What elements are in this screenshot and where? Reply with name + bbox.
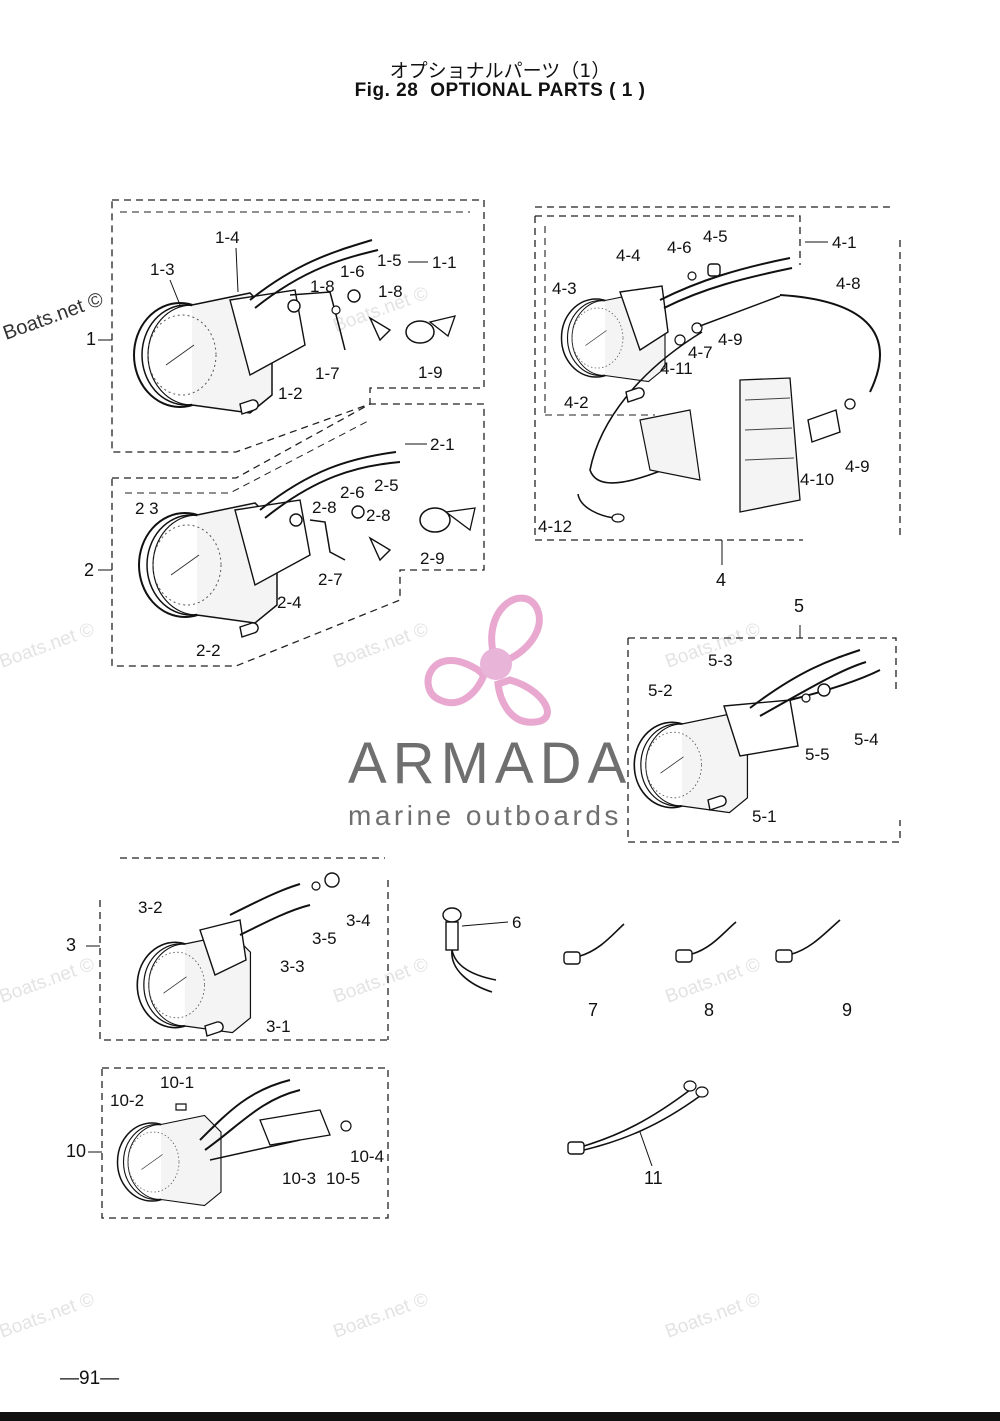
meter-gauge-icon [633,713,749,814]
assembly-group-3: 3 3-1 3-2 3-3 3-4 3-5 [66,857,389,1041]
assembly-group-5: 5 5-1 5-2 5-3 5-4 5-5 [627,596,901,843]
callout-4-10: 4-10 [800,470,834,489]
callout-4-9: 4-9 [845,457,870,476]
watermark-boats-net: Boats.net © [331,954,432,1008]
callout-6: 6 [512,913,521,932]
callout-3-2: 3-2 [138,898,163,917]
callout-1-2: 1-2 [278,384,303,403]
callout-2-7: 2-7 [318,570,343,589]
callout-5: 5 [794,596,804,616]
callout-2-8: 2-8 [312,498,337,517]
callout-3: 3 [66,935,76,955]
callout-10-2: 10-2 [110,1091,144,1110]
callout-1-4: 1-4 [215,228,240,247]
callout-7: 7 [588,1000,598,1020]
callout-4-1: 4-1 [832,233,857,252]
callout-3-4: 3-4 [346,911,371,930]
watermark-boats-net: Boats.net © [0,1289,97,1343]
figure-title: Fig. 28 OPTIONAL PARTS ( 1 ) [0,80,1000,102]
callout-2-5: 2-5 [374,476,399,495]
callout-8: 8 [704,1000,714,1020]
armada-propeller-logo [424,594,551,726]
meter-gauge-icon [116,1114,222,1207]
title-japanese: オプショナルパーツ（1） [389,60,611,82]
assembly-group-1: 1 1-1 1-2 1-3 1-4 1-5 1-6 1-7 1-8 1-8 1-… [86,199,485,453]
part-7: 7 [563,923,625,1020]
callout-1: 1 [86,329,96,349]
callout-2-9: 2-9 [420,549,445,568]
callout-4-4: 4-4 [616,246,641,265]
bottom-border [0,1412,1000,1421]
callout-4-2: 4-2 [564,393,589,412]
callout-2-6: 2-6 [340,483,365,502]
callout-10-5: 10-5 [326,1169,360,1188]
callout-4-12: 4-12 [538,517,572,536]
callout-4-5: 4-5 [703,227,728,246]
callout-1-8: 1-8 [378,282,403,301]
callout-2-2: 2-2 [196,641,221,660]
callout-2: 2 [84,560,94,580]
callout-2-3: 2 3 [135,499,159,518]
armada-logo-name: ARMADA [348,731,633,796]
armada-logo-tagline: marine outboards [348,800,622,831]
callout-2-1: 2-1 [430,435,455,454]
part-6: 6 [442,907,521,993]
callout-3-1: 3-1 [266,1017,291,1036]
callout-1-1: 1-1 [432,253,457,272]
watermark-boats-net: Boats.net © [0,619,97,673]
assembly-group-4: 4 4-1 4-2 4-3 4-4 4-5 4-6 4-7 4-8 4-9 4-… [534,206,901,590]
callout-11: 11 [644,1168,663,1188]
callout-4-3: 4-3 [552,279,577,298]
part-8: 8 [675,921,737,1020]
callout-10-1: 10-1 [160,1073,194,1092]
callout-5-2: 5-2 [648,681,673,700]
callout-1-7: 1-7 [315,364,340,383]
callout-1-6: 1-6 [340,262,365,281]
assembly-group-2: 2 2-1 2-2 2 3 2-4 2-5 2-6 2-7 2-8 2-8 2-… [84,403,485,667]
part-9: 9 [775,919,852,1020]
bulb-icon [239,622,259,638]
figure-number: Fig. 28 [354,80,419,101]
watermark-boats-net: Boats.net © [331,619,432,673]
callout-5-5: 5-5 [805,745,830,764]
callout-2-8: 2-8 [366,506,391,525]
watermark-boats-net: Boats.net © [331,1289,432,1343]
bulb-icon [625,387,645,403]
callout-2-4: 2-4 [277,593,302,612]
callout-10-3: 10-3 [282,1169,316,1188]
callout-1-5: 1-5 [377,251,402,270]
callout-4-6: 4-6 [667,238,692,257]
callout-1-8: 1-8 [310,277,335,296]
callout-10-4: 10-4 [350,1147,384,1166]
part-11: 11 [567,1080,709,1188]
callout-4: 4 [716,570,726,590]
callout-4-8: 4-8 [836,274,861,293]
callout-5-1: 5-1 [752,807,777,826]
callout-3-5: 3-5 [312,929,337,948]
watermark-boats-net: Boats.net © [0,954,97,1008]
watermark-boats-net: Boats.net © [663,1289,764,1343]
page-number: —91— [60,1368,120,1389]
callout-5-3: 5-3 [708,651,733,670]
callout-4-7: 4-7 [688,343,713,362]
callout-4-11: 4-11 [660,359,693,378]
callout-3-3: 3-3 [280,957,305,976]
callout-9: 9 [842,1000,852,1020]
callout-1-3: 1-3 [150,260,175,279]
callout-10: 10 [66,1141,86,1161]
callout-5-4: 5-4 [854,730,879,749]
callout-4-9: 4-9 [718,330,743,349]
callout-1-9: 1-9 [418,363,443,382]
figure-title-text: OPTIONAL PARTS ( 1 ) [430,80,646,101]
assembly-group-10: 10 10-1 10-2 10-3 10-5 10-4 [66,1067,389,1219]
